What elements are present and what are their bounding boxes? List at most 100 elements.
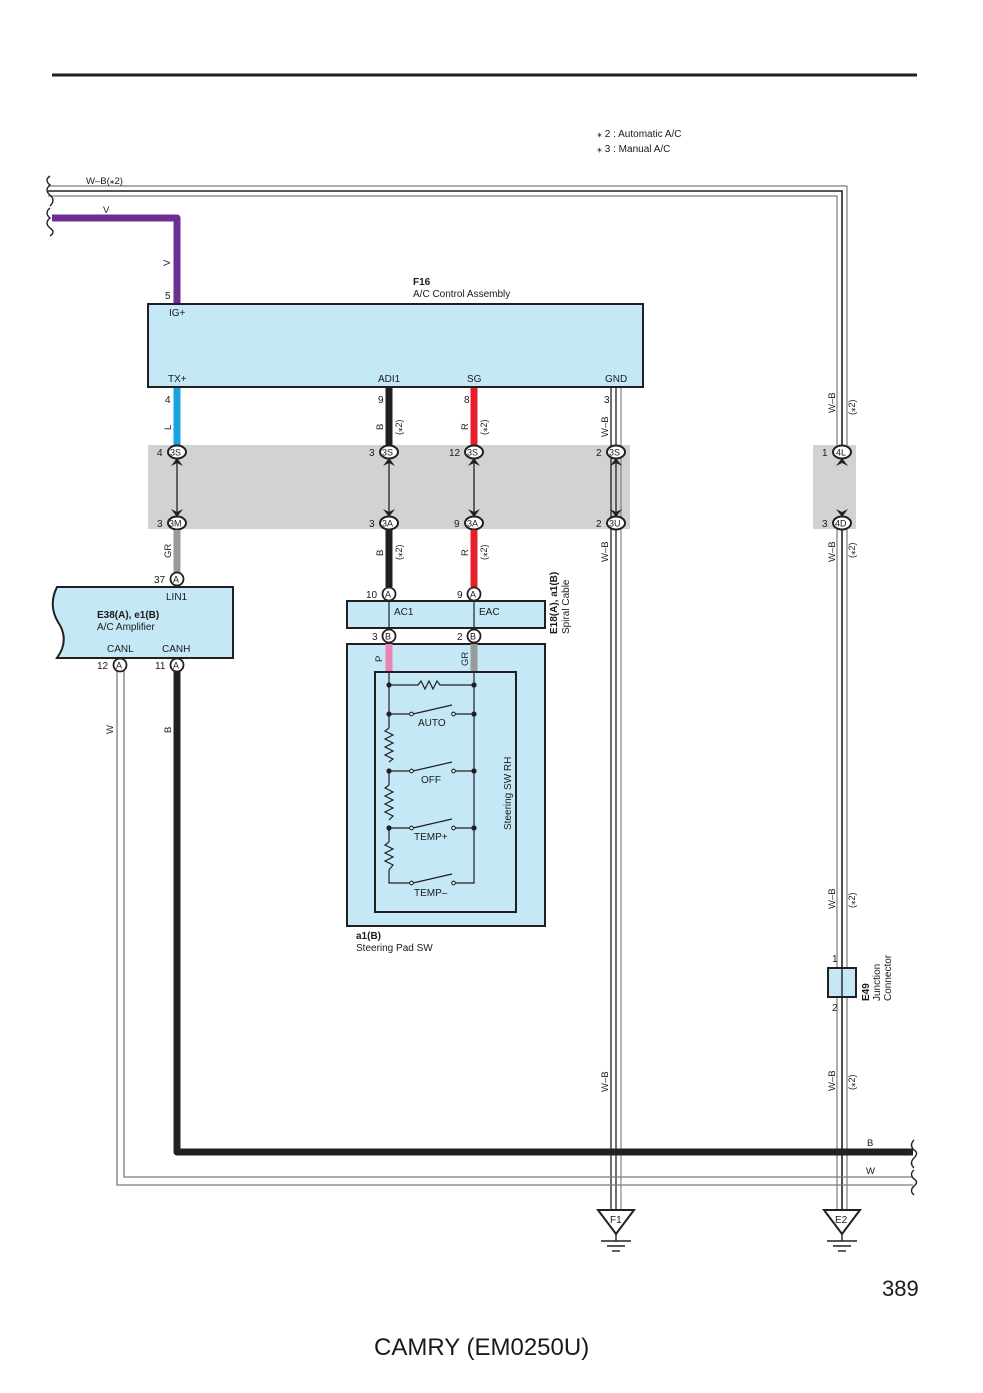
pin-tx-plus-num: 4 xyxy=(165,395,171,406)
wire-label-v-top: V xyxy=(103,205,110,216)
f16-ac-control-assembly[interactable] xyxy=(147,303,644,388)
wire-label-gr-lin: GR xyxy=(163,544,174,558)
switch-auto-label: AUTO xyxy=(418,718,446,729)
pin-ig-plus-num: 5 xyxy=(165,291,171,302)
ground-f1-label: F1 xyxy=(610,1215,622,1226)
switch-temp-plus-label: TEMP+ xyxy=(414,832,448,843)
steering-pad-code: a1(B) xyxy=(356,931,381,942)
wire-label-star2-r-lower: (⁎2) xyxy=(479,544,489,560)
junction-3s-r[interactable] xyxy=(464,444,484,531)
junction-3s-pin-3: 12 xyxy=(449,448,461,459)
e49-code: E49 xyxy=(861,983,872,1001)
pin-ig-plus-label: IG+ xyxy=(169,308,186,319)
spiral-name: Spiral Cable xyxy=(561,579,572,634)
e49-pin-bot: 2 xyxy=(832,1003,838,1014)
wire-label-star2-b-upper: (⁎2) xyxy=(394,419,404,435)
wire-label-b-bottom: B xyxy=(867,1138,873,1149)
wire-wb-top xyxy=(48,185,848,1215)
steering-sw-rh xyxy=(374,671,517,913)
pin-adi1-num: 9 xyxy=(378,395,384,406)
wire-label-star2-right-4: (⁎2) xyxy=(847,1074,857,1090)
note-automatic: ⁎ 2 : Automatic A/C xyxy=(597,129,681,140)
pin-canl-connector xyxy=(112,657,128,673)
wire-label-star2-r-upper: (⁎2) xyxy=(479,419,489,435)
f16-code: F16 xyxy=(413,277,431,288)
spiral-ac1-label: AC1 xyxy=(394,607,414,618)
wire-label-wb-gnd-upper: W–B xyxy=(600,416,611,437)
pin-adi1-label: ADI1 xyxy=(378,374,401,385)
pin-lin1-num: 37 xyxy=(154,575,166,586)
pin-canh-conn: A xyxy=(173,661,179,671)
wire-label-wb-gnd-bottom: W–B xyxy=(600,1071,611,1092)
pin-gnd-label: GND xyxy=(605,374,627,385)
spiral-ac1-bot-num: 3 xyxy=(372,632,378,643)
junction-3s-l[interactable] xyxy=(167,444,187,531)
wire-label-b-lower: B xyxy=(375,550,386,556)
break-brace-b xyxy=(910,1139,918,1169)
e49-name-1: Junction xyxy=(872,964,883,1001)
pin-canh-label: CANH xyxy=(162,644,190,655)
spiral-cable[interactable] xyxy=(346,600,546,629)
ground-e2 xyxy=(822,1209,862,1252)
junction-3s-wb[interactable] xyxy=(606,444,626,531)
spiral-eac-bot-connector xyxy=(466,628,482,644)
ac-amplifier[interactable] xyxy=(51,586,234,659)
wire-label-wb-top: W–B(⁎2) xyxy=(86,176,123,187)
page-number: 389 xyxy=(882,1276,919,1301)
junction-3u-code: 3U xyxy=(609,519,621,529)
break-brace-v xyxy=(46,207,54,237)
spiral-ac1-top-connector xyxy=(381,586,397,602)
junction-3s-code-3: 3S xyxy=(467,448,478,458)
junction-3s-code-4: 3S xyxy=(609,448,620,458)
pin-sg-num: 8 xyxy=(464,395,470,406)
switch-off-label: OFF xyxy=(421,775,441,786)
wire-label-w: W xyxy=(105,725,116,734)
spiral-ac1-top-num: 10 xyxy=(366,590,378,601)
spiral-eac-top-connector xyxy=(466,586,482,602)
junction-3s-b[interactable] xyxy=(379,444,399,531)
wire-label-gr-eac: GR xyxy=(460,652,471,666)
wire-label-wb-right-1: W–B xyxy=(827,392,838,413)
ground-e2-label: E2 xyxy=(835,1215,848,1226)
steering-pad-name: Steering Pad SW xyxy=(356,943,433,954)
junction-3a-code-1: 3A xyxy=(382,519,393,529)
wire-label-p: P xyxy=(374,656,385,662)
pin-canh-connector xyxy=(169,657,185,673)
pin-canl-label: CANL xyxy=(107,644,134,655)
junction-3u-pin: 2 xyxy=(596,519,602,530)
wire-label-wb-gnd-lower: W–B xyxy=(600,541,611,562)
spiral-ac1-bot-conn: B xyxy=(385,632,391,642)
wire-label-b-canh: B xyxy=(163,727,174,733)
junction-3a-pin-2: 9 xyxy=(454,519,460,530)
spiral-ac1-bot-connector xyxy=(381,628,397,644)
spiral-eac-top-num: 9 xyxy=(457,590,463,601)
wire-label-wb-right-2: W–B xyxy=(827,541,838,562)
junction-3a-pin-1: 3 xyxy=(369,519,375,530)
wire-label-r-upper: R xyxy=(460,423,471,430)
break-brace-top xyxy=(46,175,54,207)
junction-4d-code: 4D xyxy=(835,519,847,529)
wire-white-canl xyxy=(116,671,913,1186)
pin-canl-conn: A xyxy=(116,661,122,671)
wire-label-star2-right-1: (⁎2) xyxy=(847,399,857,415)
footer-model: CAMRY (EM0250U) xyxy=(374,1334,589,1361)
junction-3s-pin-4: 2 xyxy=(596,448,602,459)
junction-4l-code: 4L xyxy=(836,448,846,458)
steering-sw-rh-label: Steering SW RH xyxy=(503,757,514,830)
wire-label-star2-right-3: (⁎2) xyxy=(847,892,857,908)
wire-label-v: V xyxy=(162,259,173,266)
junction-4d-pin: 3 xyxy=(822,519,828,530)
steering-switch-circuit xyxy=(383,672,475,884)
note-manual: ⁎ 3 : Manual A/C xyxy=(597,144,670,155)
e49-name-2: Connector xyxy=(883,954,894,1001)
junction-3s-code-2: 3S xyxy=(382,448,393,458)
wire-label-b-upper: B xyxy=(375,424,386,430)
junction-4l-4d[interactable] xyxy=(832,444,852,531)
wire-label-star2-right-2: (⁎2) xyxy=(847,542,857,558)
wire-black-canh xyxy=(173,671,913,1156)
wire-label-wb-right-4: W–B xyxy=(827,1070,838,1091)
junction-dots xyxy=(386,682,477,831)
spiral-code: E18(A), a1(B) xyxy=(549,572,560,634)
spiral-eac-label: EAC xyxy=(479,607,500,618)
amplifier-name: A/C Amplifier xyxy=(97,622,155,633)
